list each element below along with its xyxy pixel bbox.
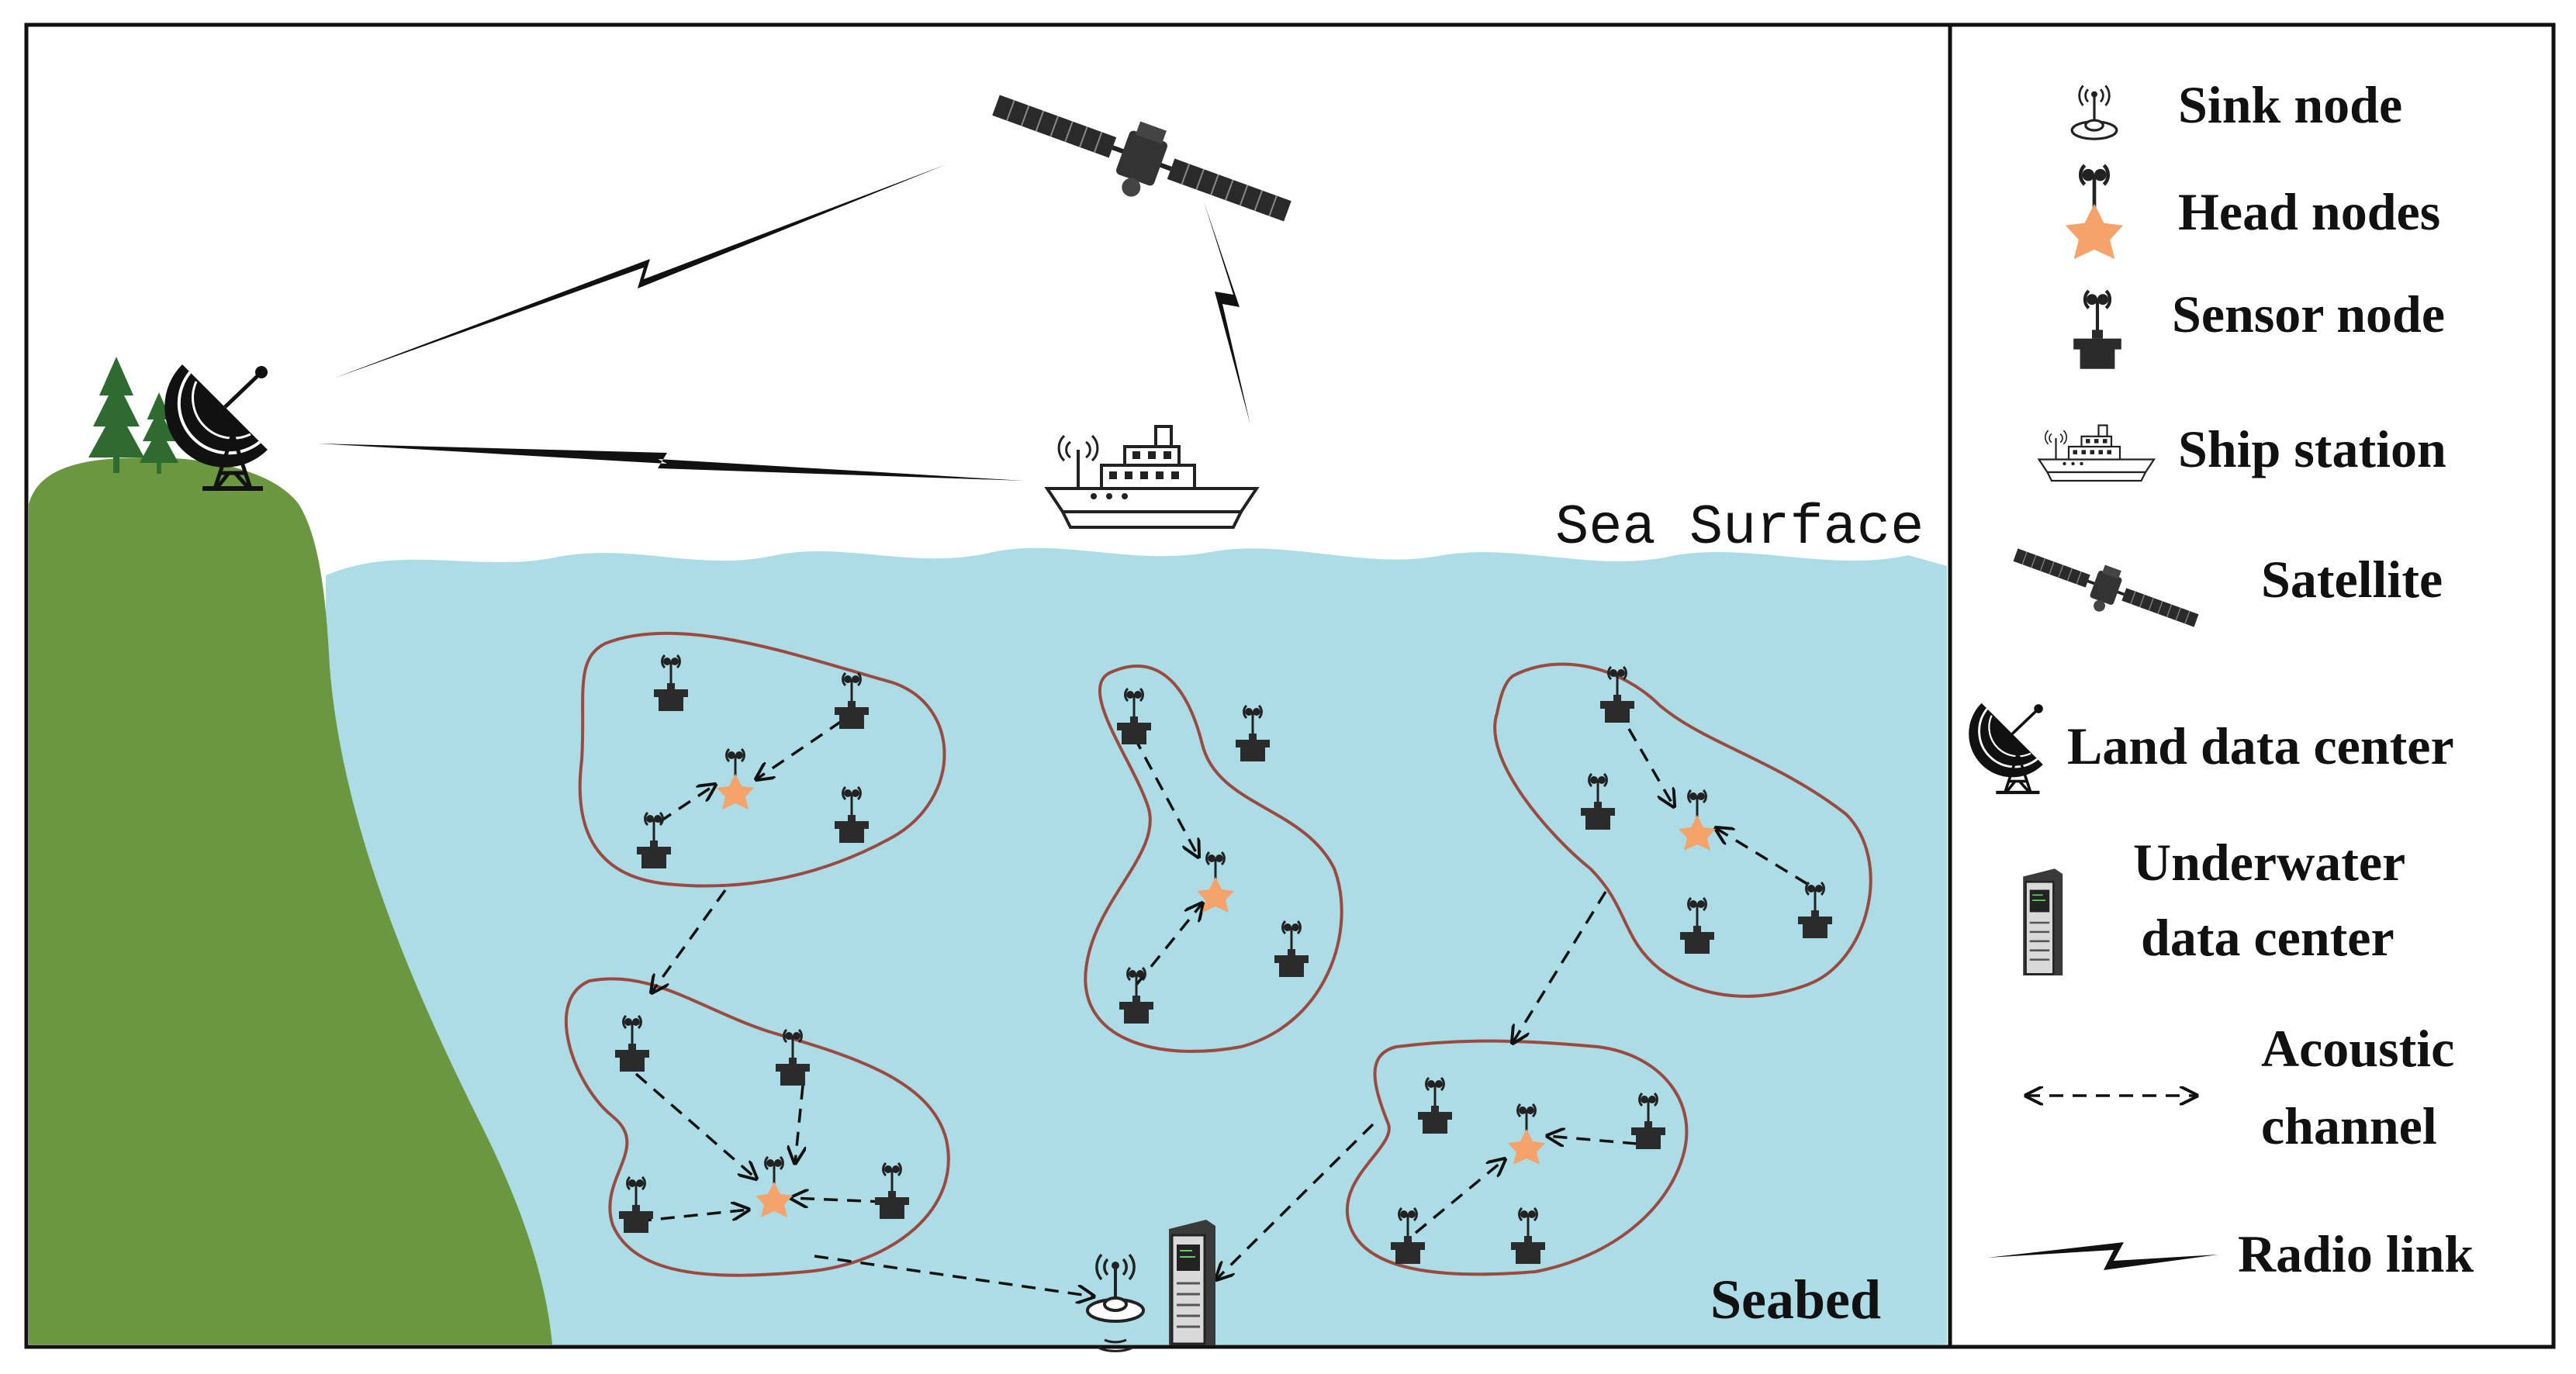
cluster-bottom-left (564, 977, 950, 1277)
acoustic-link (1135, 903, 1202, 986)
legend: Sink node Head nodes Sensor node Ship st… (1969, 75, 2474, 1283)
acoustic-channels (634, 720, 1808, 1296)
acoustic-link (1513, 891, 1607, 1043)
acoustic-link (795, 1085, 803, 1163)
acoustic-link (791, 1198, 885, 1202)
acoustic-link (1547, 1136, 1637, 1144)
legend-head-nodes-label: Head nodes (2178, 182, 2440, 241)
legend-radio-link-icon (1987, 1242, 2218, 1270)
legend-land-data-center-label: Land data center (2067, 716, 2454, 775)
acoustic-link (1627, 728, 1674, 806)
seabed-label: Seabed (1710, 1269, 1881, 1331)
acoustic-link (652, 889, 727, 993)
legend-sink-node-label: Sink node (2178, 75, 2402, 134)
acoustic-link (756, 720, 842, 779)
radio-link-dish-to-ship (318, 444, 1024, 481)
legend-sensor-node-label: Sensor node (2172, 285, 2445, 344)
legend-radio-link-label: Radio link (2238, 1224, 2474, 1283)
cluster-bottom-right (1345, 1039, 1689, 1276)
legend-ship-station-label: Ship station (2178, 419, 2446, 478)
legend-underwater-data-center-label-line1: Underwater (2133, 833, 2405, 892)
acoustic-link (637, 1210, 749, 1223)
acoustic-link (634, 1072, 756, 1179)
cliff-land (29, 457, 552, 1345)
sea-surface-label: Sea Surface (1555, 496, 1924, 560)
legend-acoustic-channel-label-line1: Acoustic (2261, 1019, 2454, 1078)
cluster-top-middle (1084, 665, 1343, 1053)
cluster-outlines (564, 631, 1872, 1277)
underwater-data-center-icon (1167, 1218, 1217, 1347)
cluster-top-left (578, 631, 946, 888)
legend-satellite-label: Satellite (2261, 550, 2443, 609)
cluster-top-right (1493, 662, 1872, 998)
legend-underwater-data-center-label-line2: data center (2141, 908, 2394, 967)
acoustic-link (1216, 1123, 1374, 1279)
sink-node-icon (1086, 1253, 1145, 1352)
acoustic-link (1414, 1159, 1505, 1234)
acoustic-link (1716, 828, 1808, 886)
acoustic-link (814, 1255, 1094, 1296)
legend-underwater-data-center-icon (2021, 868, 2064, 977)
legend-acoustic-channel-label-line2: channel (2261, 1096, 2437, 1155)
acoustic-link (659, 785, 715, 823)
